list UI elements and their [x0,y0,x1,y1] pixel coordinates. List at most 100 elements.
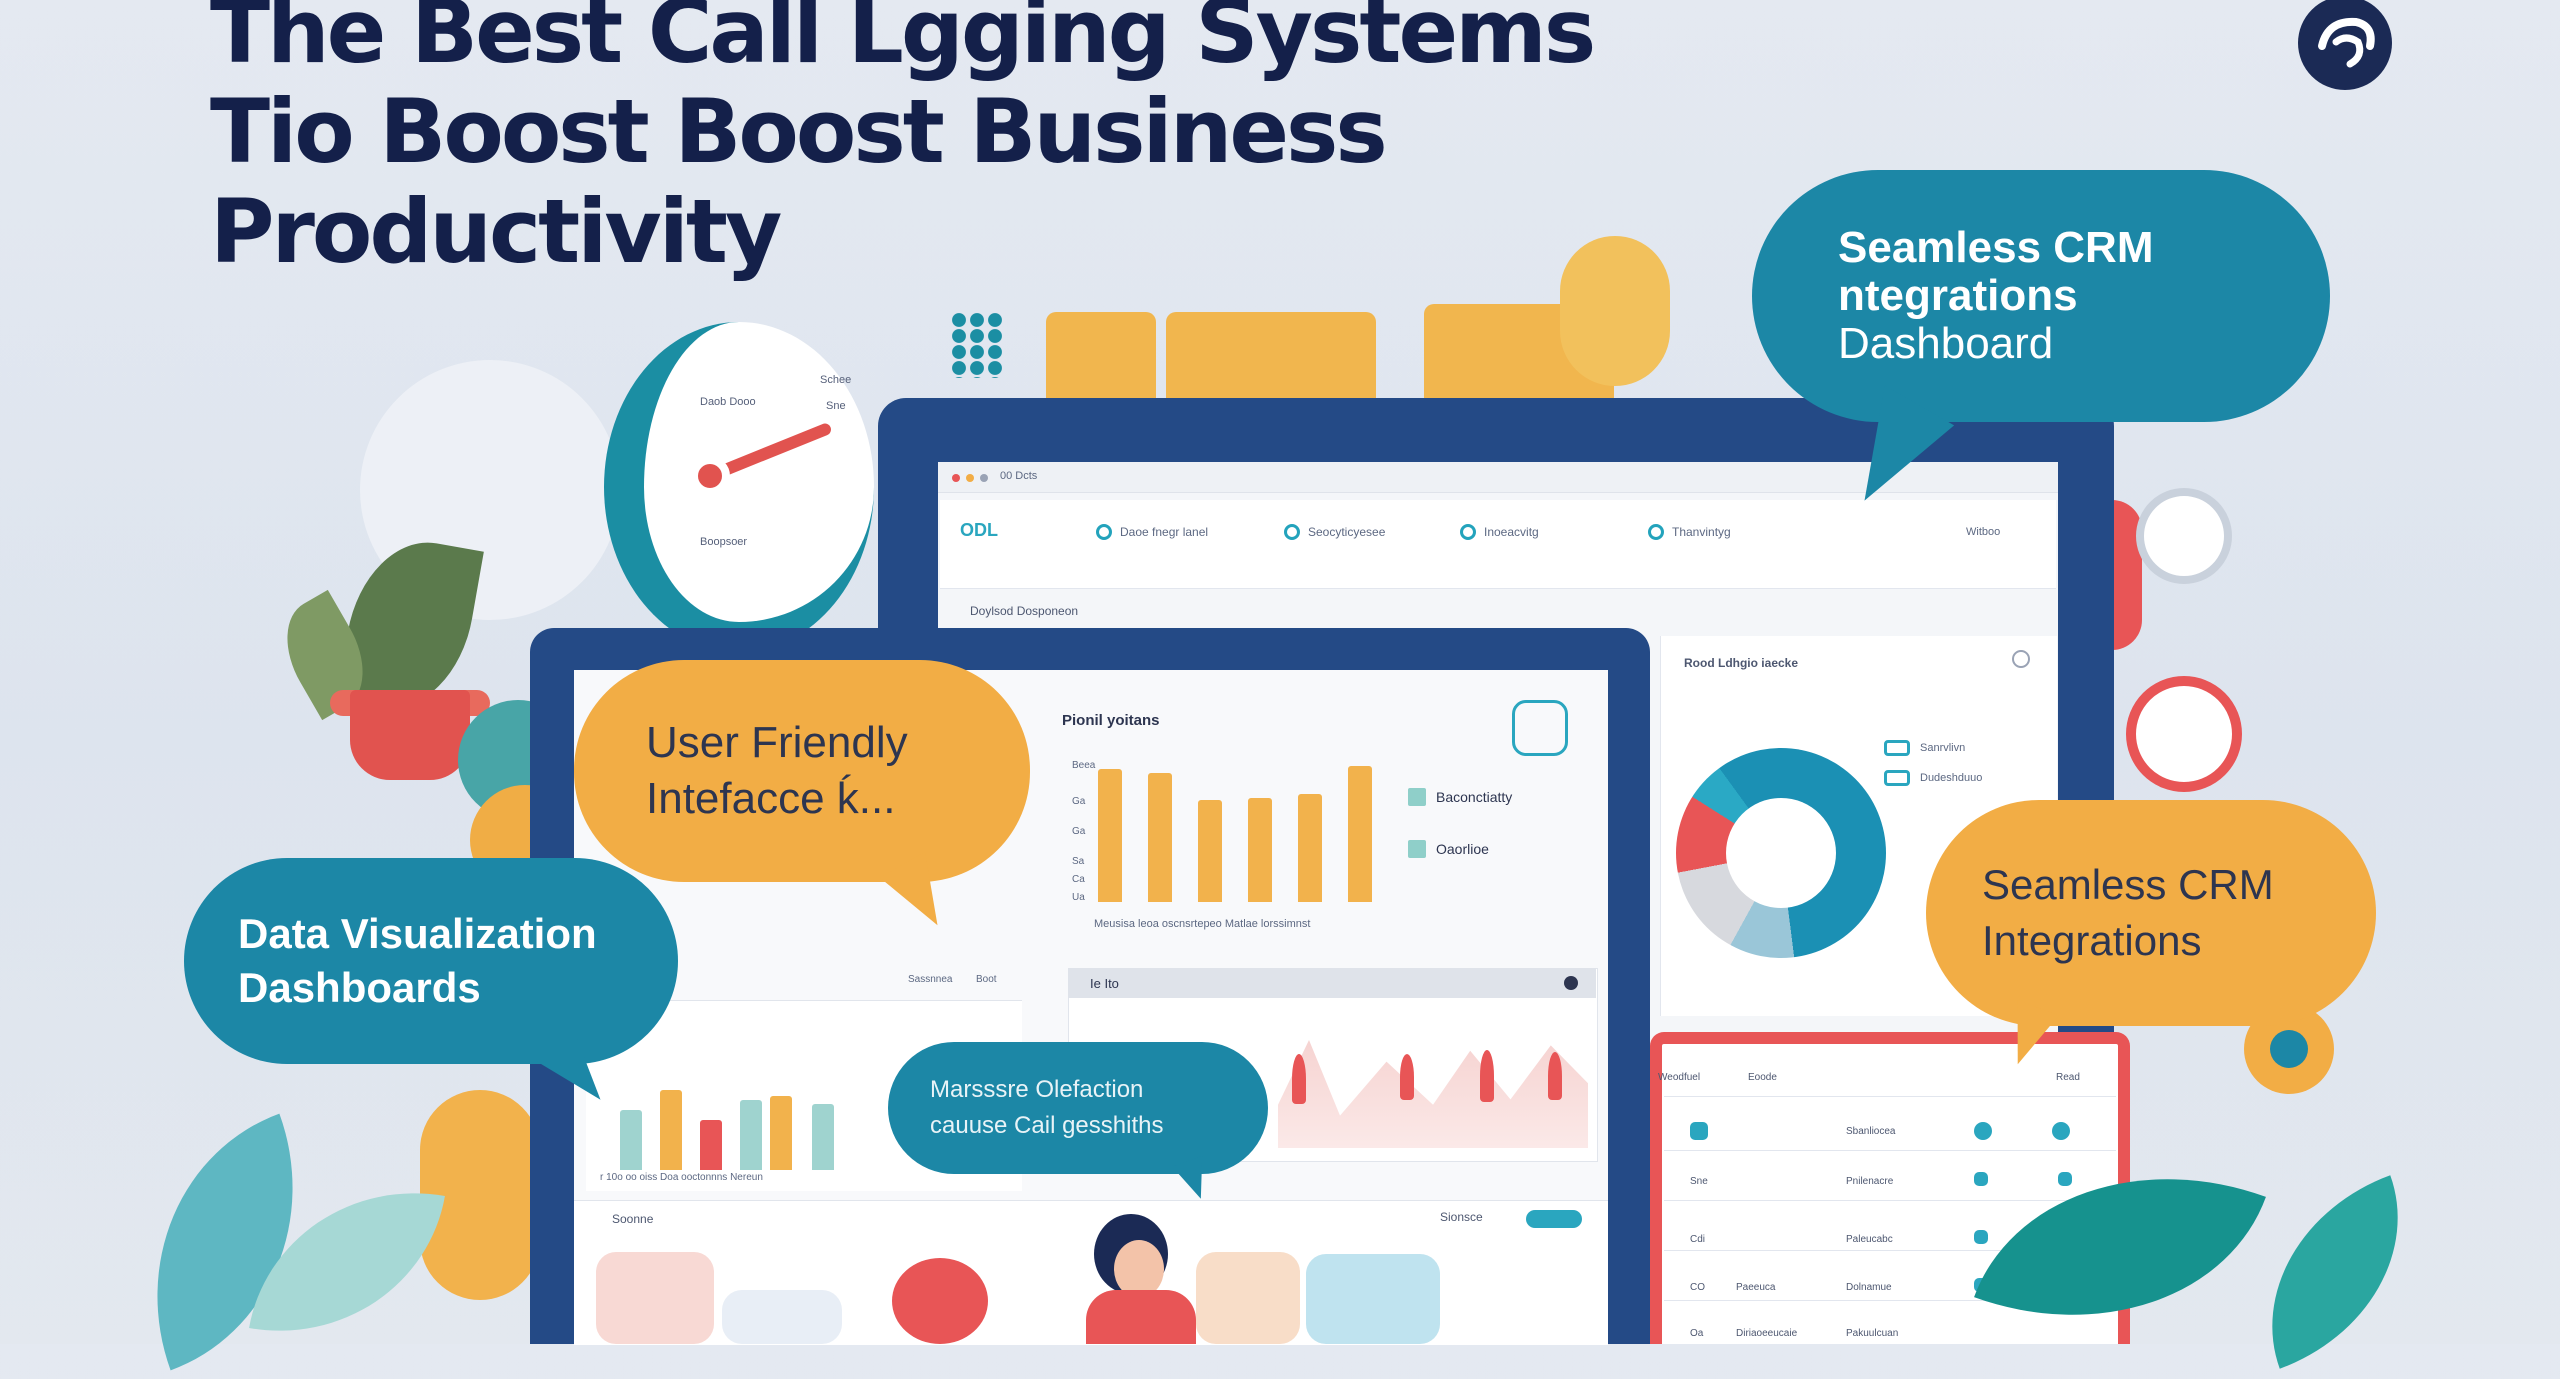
folder-icon [1166,312,1376,408]
table-divider [1664,1096,2116,1097]
bubble-text: cauuse Cail gesshiths [930,1112,1164,1139]
window-minimize-icon[interactable] [966,474,974,482]
nav-item-2[interactable]: Seocyticyesee [1284,524,1385,540]
bar-mark [1098,769,1122,902]
brand-logo-icon [2298,0,2392,90]
bar-chart-caption: Meusisa leoa oscnsrtepeo Matlae lorssimn… [1094,918,1311,930]
legend-swatch-icon [1408,840,1426,858]
table-row-icon[interactable] [1974,1172,1988,1186]
bar-panel-title: Pionil yoitans [1062,712,1160,729]
nav-item-1[interactable]: Daoe fnegr lanel [1096,524,1208,540]
table-cell: CO [1690,1282,1705,1293]
bar-legend-item: Oaorlioe [1408,840,1489,858]
bubble-data-visualization: Data Visualization Dashboards [184,858,678,1116]
table-row-icon[interactable] [2052,1122,2070,1140]
table-cell: Oa [1690,1328,1704,1339]
grid-icon [950,312,1006,378]
nav-item-3[interactable]: Inoeacvitg [1460,524,1539,540]
table-cell: Pakuulcuan [1846,1328,1899,1339]
table-header-cell[interactable]: Eoode [1748,1072,1777,1083]
mini-bar [770,1096,792,1170]
folder-icon [1046,312,1156,408]
app-logo[interactable]: ODL [960,520,998,540]
window-close-icon[interactable] [952,474,960,482]
table-row-icon[interactable] [2058,1172,2072,1186]
bubble-text: Integrations [1982,917,2202,964]
table-cell: Pnilenacre [1846,1176,1894,1187]
legend-label: Oaorlioe [1436,841,1489,857]
info-icon[interactable] [1564,976,1578,990]
nav-item-4[interactable]: Thanvintyg [1648,524,1731,540]
legend-label: Sanrvlivn [1920,742,1966,754]
speed-gauge [604,322,874,652]
person-face [1114,1240,1164,1298]
bubble-text: Dashboards [238,964,481,1011]
table-header-cell[interactable]: Read [2056,1072,2080,1083]
gauge-label: Sne [826,400,846,412]
title-line-1: The Best Call Lgging Systems [210,0,1596,83]
table-divider [1664,1200,2116,1201]
target-center-icon [2270,1030,2308,1068]
page-title: The Best Call Lgging Systems Tio Boost B… [210,0,1596,282]
bubble-text: Dashboard [1838,319,2054,368]
table-cell: Cdi [1690,1234,1706,1245]
bar-mark [1248,798,1272,902]
bar-axis-label: Ua [1072,892,1085,903]
mini-bar [620,1110,642,1170]
bubble-text: ntegrations [1838,271,2078,320]
nav-circle-icon [1648,524,1664,540]
mini-bar [812,1104,834,1170]
bar-axis-label: Sa [1072,856,1085,867]
legend-swatch-icon [1884,770,1910,786]
mini-bar [700,1120,722,1170]
donut-hole [1726,798,1836,908]
gauge-label: Schee [820,374,852,386]
mini-bar [740,1100,762,1170]
title-line-2: Tio Boost Boost Business [210,80,1388,183]
nav-item-label: Inoeacvitg [1484,525,1539,539]
summary-card[interactable] [1196,1252,1300,1344]
bottom-strip-label: Soonne [612,1212,654,1226]
bar-axis-label: Ca [1072,874,1085,885]
table-row-icon [1690,1122,1708,1140]
nav-item-label: Daoe fnegr lanel [1120,525,1209,539]
legend-label: Dudeshduuo [1920,772,1983,784]
table-cell: Diriaoeeucaie [1736,1328,1798,1339]
table-cell: Paleucabc [1846,1234,1893,1245]
refresh-icon[interactable] [2012,650,2030,668]
window-title-bar [938,462,2058,493]
summary-circle[interactable] [892,1258,988,1344]
trend-panel-title: Ie Ito [1090,976,1119,991]
window-maximize-icon[interactable] [980,474,988,482]
table-row-icon[interactable] [1974,1230,1988,1244]
table-cell: Sbanliocea [1846,1126,1896,1137]
decorative-orb [1560,236,1670,386]
spike-marker-icon [1292,1054,1306,1104]
summary-card[interactable] [1306,1254,1440,1344]
logo-mark-icon [2318,17,2375,68]
gauge-label: Boopsoer [700,536,748,548]
status-toggle[interactable] [1526,1210,1582,1228]
bubble-text: Marsssre Olefaction [930,1076,1144,1103]
bubble-manager: Marsssre Olefaction cauuse Cail gesshith… [888,1042,1268,1205]
nav-item-label: Seocyticyesee [1308,525,1386,539]
nav-item-label: Thanvintyg [1672,525,1731,539]
spike-marker-icon [1400,1054,1414,1100]
table-row-icon[interactable] [1974,1122,1992,1140]
nav-right-link[interactable]: Witboo [1966,526,2001,538]
table-divider [1664,1250,2116,1251]
table-cell: Sne [1690,1176,1708,1187]
donut-panel-title: Rood Ldhgio iaecke [1684,656,1799,670]
spike-marker-icon [1480,1050,1494,1102]
donut-legend-item: Sanrvlivn [1884,740,1965,756]
table-divider [1664,1300,2116,1301]
bubble-text: Data Visualization [238,910,597,957]
summary-card[interactable] [596,1252,714,1344]
summary-card[interactable] [722,1290,842,1344]
bubble-text: User Friendly [646,718,908,767]
bubble-crm-integrations: Seamless CRM Integrations [1926,800,2376,1072]
window-title: 00 Dcts [1000,470,1038,482]
bar-legend-item: Baconctiatty [1408,788,1512,806]
table-header-cell[interactable]: Weodfuel [1658,1072,1701,1083]
smiley-icon [2136,488,2232,584]
